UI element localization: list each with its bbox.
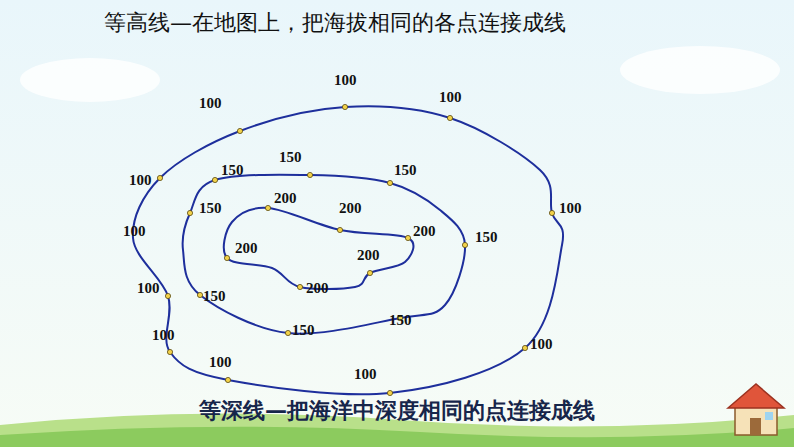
elevation-number: 200 <box>413 224 436 239</box>
elevation-point <box>297 284 302 289</box>
elevation-number: 150 <box>203 289 226 304</box>
elevation-point <box>462 242 467 247</box>
elevation-number: 100 <box>439 90 462 105</box>
elevation-number: 200 <box>339 201 362 216</box>
elevation-point <box>197 292 202 297</box>
elevation-number: 150 <box>389 313 412 328</box>
elevation-number: 100 <box>123 224 146 239</box>
elevation-number: 100 <box>209 355 232 370</box>
elevation-number: 200 <box>357 248 380 263</box>
elevation-point <box>212 177 217 182</box>
elevation-point <box>225 377 230 382</box>
elevation-number: 150 <box>221 163 244 178</box>
elevation-number: 100 <box>129 173 152 188</box>
elevation-point <box>367 270 372 275</box>
elevation-number: 150 <box>279 150 302 165</box>
slide-caption: 等深线—把海洋中深度相同的点连接成线 <box>199 400 595 422</box>
elevation-point <box>265 205 270 210</box>
elevation-point <box>157 175 162 180</box>
elevation-number: 150 <box>475 230 498 245</box>
elevation-point <box>549 210 554 215</box>
contour-line <box>183 175 465 334</box>
contour-line <box>133 106 563 394</box>
elevation-number: 200 <box>306 281 329 296</box>
elevation-number: 100 <box>199 96 222 111</box>
elevation-point <box>307 172 312 177</box>
elevation-point <box>342 104 347 109</box>
elevation-number: 100 <box>334 73 357 88</box>
elevation-number: 100 <box>137 281 160 296</box>
elevation-point <box>187 210 192 215</box>
elevation-number: 200 <box>274 191 297 206</box>
elevation-point <box>224 255 229 260</box>
contour-line <box>224 208 414 289</box>
elevation-point <box>405 235 410 240</box>
elevation-point <box>237 128 242 133</box>
elevation-point <box>522 345 527 350</box>
elevation-number: 150 <box>292 323 315 338</box>
house-icon <box>728 384 784 435</box>
elevation-point <box>337 227 342 232</box>
elevation-number: 100 <box>354 367 377 382</box>
slide-title: 等高线—在地图上，把海拔相同的各点连接成线 <box>104 12 566 34</box>
elevation-point <box>387 180 392 185</box>
elevation-point <box>447 115 452 120</box>
elevation-point <box>285 330 290 335</box>
elevation-number: 200 <box>235 241 258 256</box>
elevation-point <box>165 293 170 298</box>
elevation-number: 150 <box>199 201 222 216</box>
elevation-number: 150 <box>394 163 417 178</box>
elevation-number: 100 <box>530 337 553 352</box>
elevation-point <box>387 390 392 395</box>
elevation-number: 100 <box>152 328 175 343</box>
elevation-point <box>167 349 172 354</box>
elevation-number: 100 <box>559 201 582 216</box>
